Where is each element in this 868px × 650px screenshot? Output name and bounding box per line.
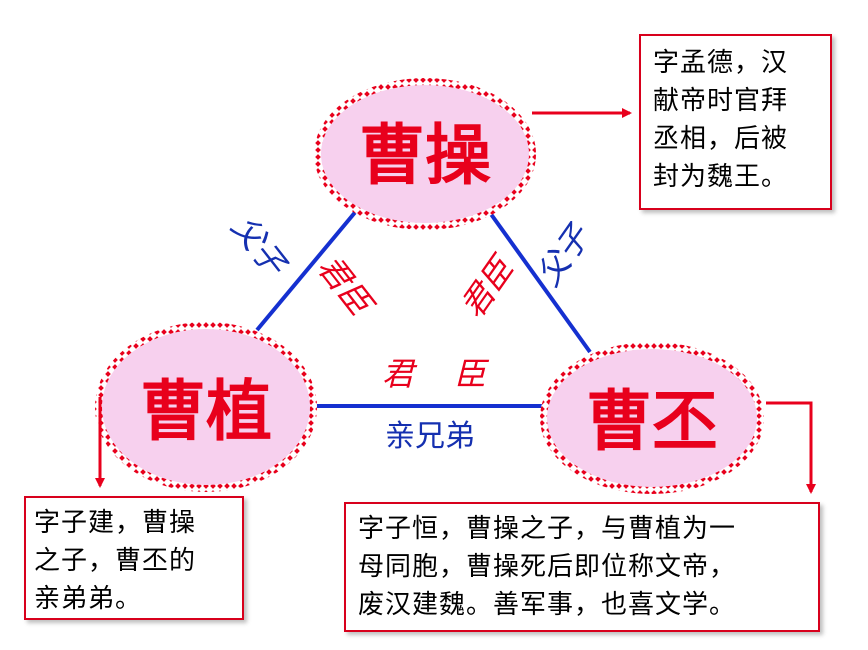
line-caocao-caopi	[486, 208, 592, 354]
info-box-caopi: 字子恒，曹操之子，与曹植为一 母同胞，曹操死后即位称文帝， 废汉建魏。善军事，也…	[344, 502, 820, 632]
info-caocao-line-4: 封为魏王。	[653, 162, 789, 192]
label-left-ruler-minister: 君臣	[310, 248, 382, 325]
label-bottom-brothers: 亲兄弟	[385, 419, 475, 454]
info-box-caocao: 字孟德，汉 献帝时官拜 丞相，后被 封为魏王。	[639, 34, 832, 210]
node-caopi: 曹丕	[540, 342, 764, 494]
info-caopi-line-3: 废汉建魏。善军事，也喜文学。	[358, 590, 737, 620]
line-caocao-caozhi	[255, 208, 359, 332]
info-box-caozhi: 字子建，曹操 之子，曹丕的 亲弟弟。	[24, 496, 244, 620]
info-caocao-line-2: 献帝时官拜	[653, 86, 789, 116]
info-caozhi-line-2: 之子，曹丕的	[34, 546, 197, 576]
info-caopi-line-1: 字子恒，曹操之子，与曹植为一	[358, 514, 737, 544]
label-left-father-son: 父子	[224, 208, 295, 283]
info-caozhi-line-3: 亲弟弟。	[34, 584, 143, 614]
info-caozhi-line-1: 字子建，曹操	[34, 508, 197, 538]
node-caozhi: 曹植	[95, 322, 317, 492]
node-caozhi-name: 曹植	[140, 372, 272, 450]
arrow-caopi-to-info	[766, 401, 816, 494]
node-caopi-name: 曹丕	[586, 382, 718, 460]
node-caocao-name: 曹操	[359, 116, 491, 194]
info-caocao-line-3: 丞相，后被	[653, 124, 789, 154]
label-right-ruler-minister: 君臣	[453, 247, 523, 324]
node-caocao: 曹操	[314, 78, 536, 230]
info-caocao-line-1: 字孟德，汉	[653, 48, 789, 78]
label-bottom-ruler: 君	[382, 355, 418, 393]
label-bottom-minister: 臣	[454, 355, 490, 393]
info-caopi-line-2: 母同胞，曹操死后即位称文帝，	[358, 552, 737, 582]
